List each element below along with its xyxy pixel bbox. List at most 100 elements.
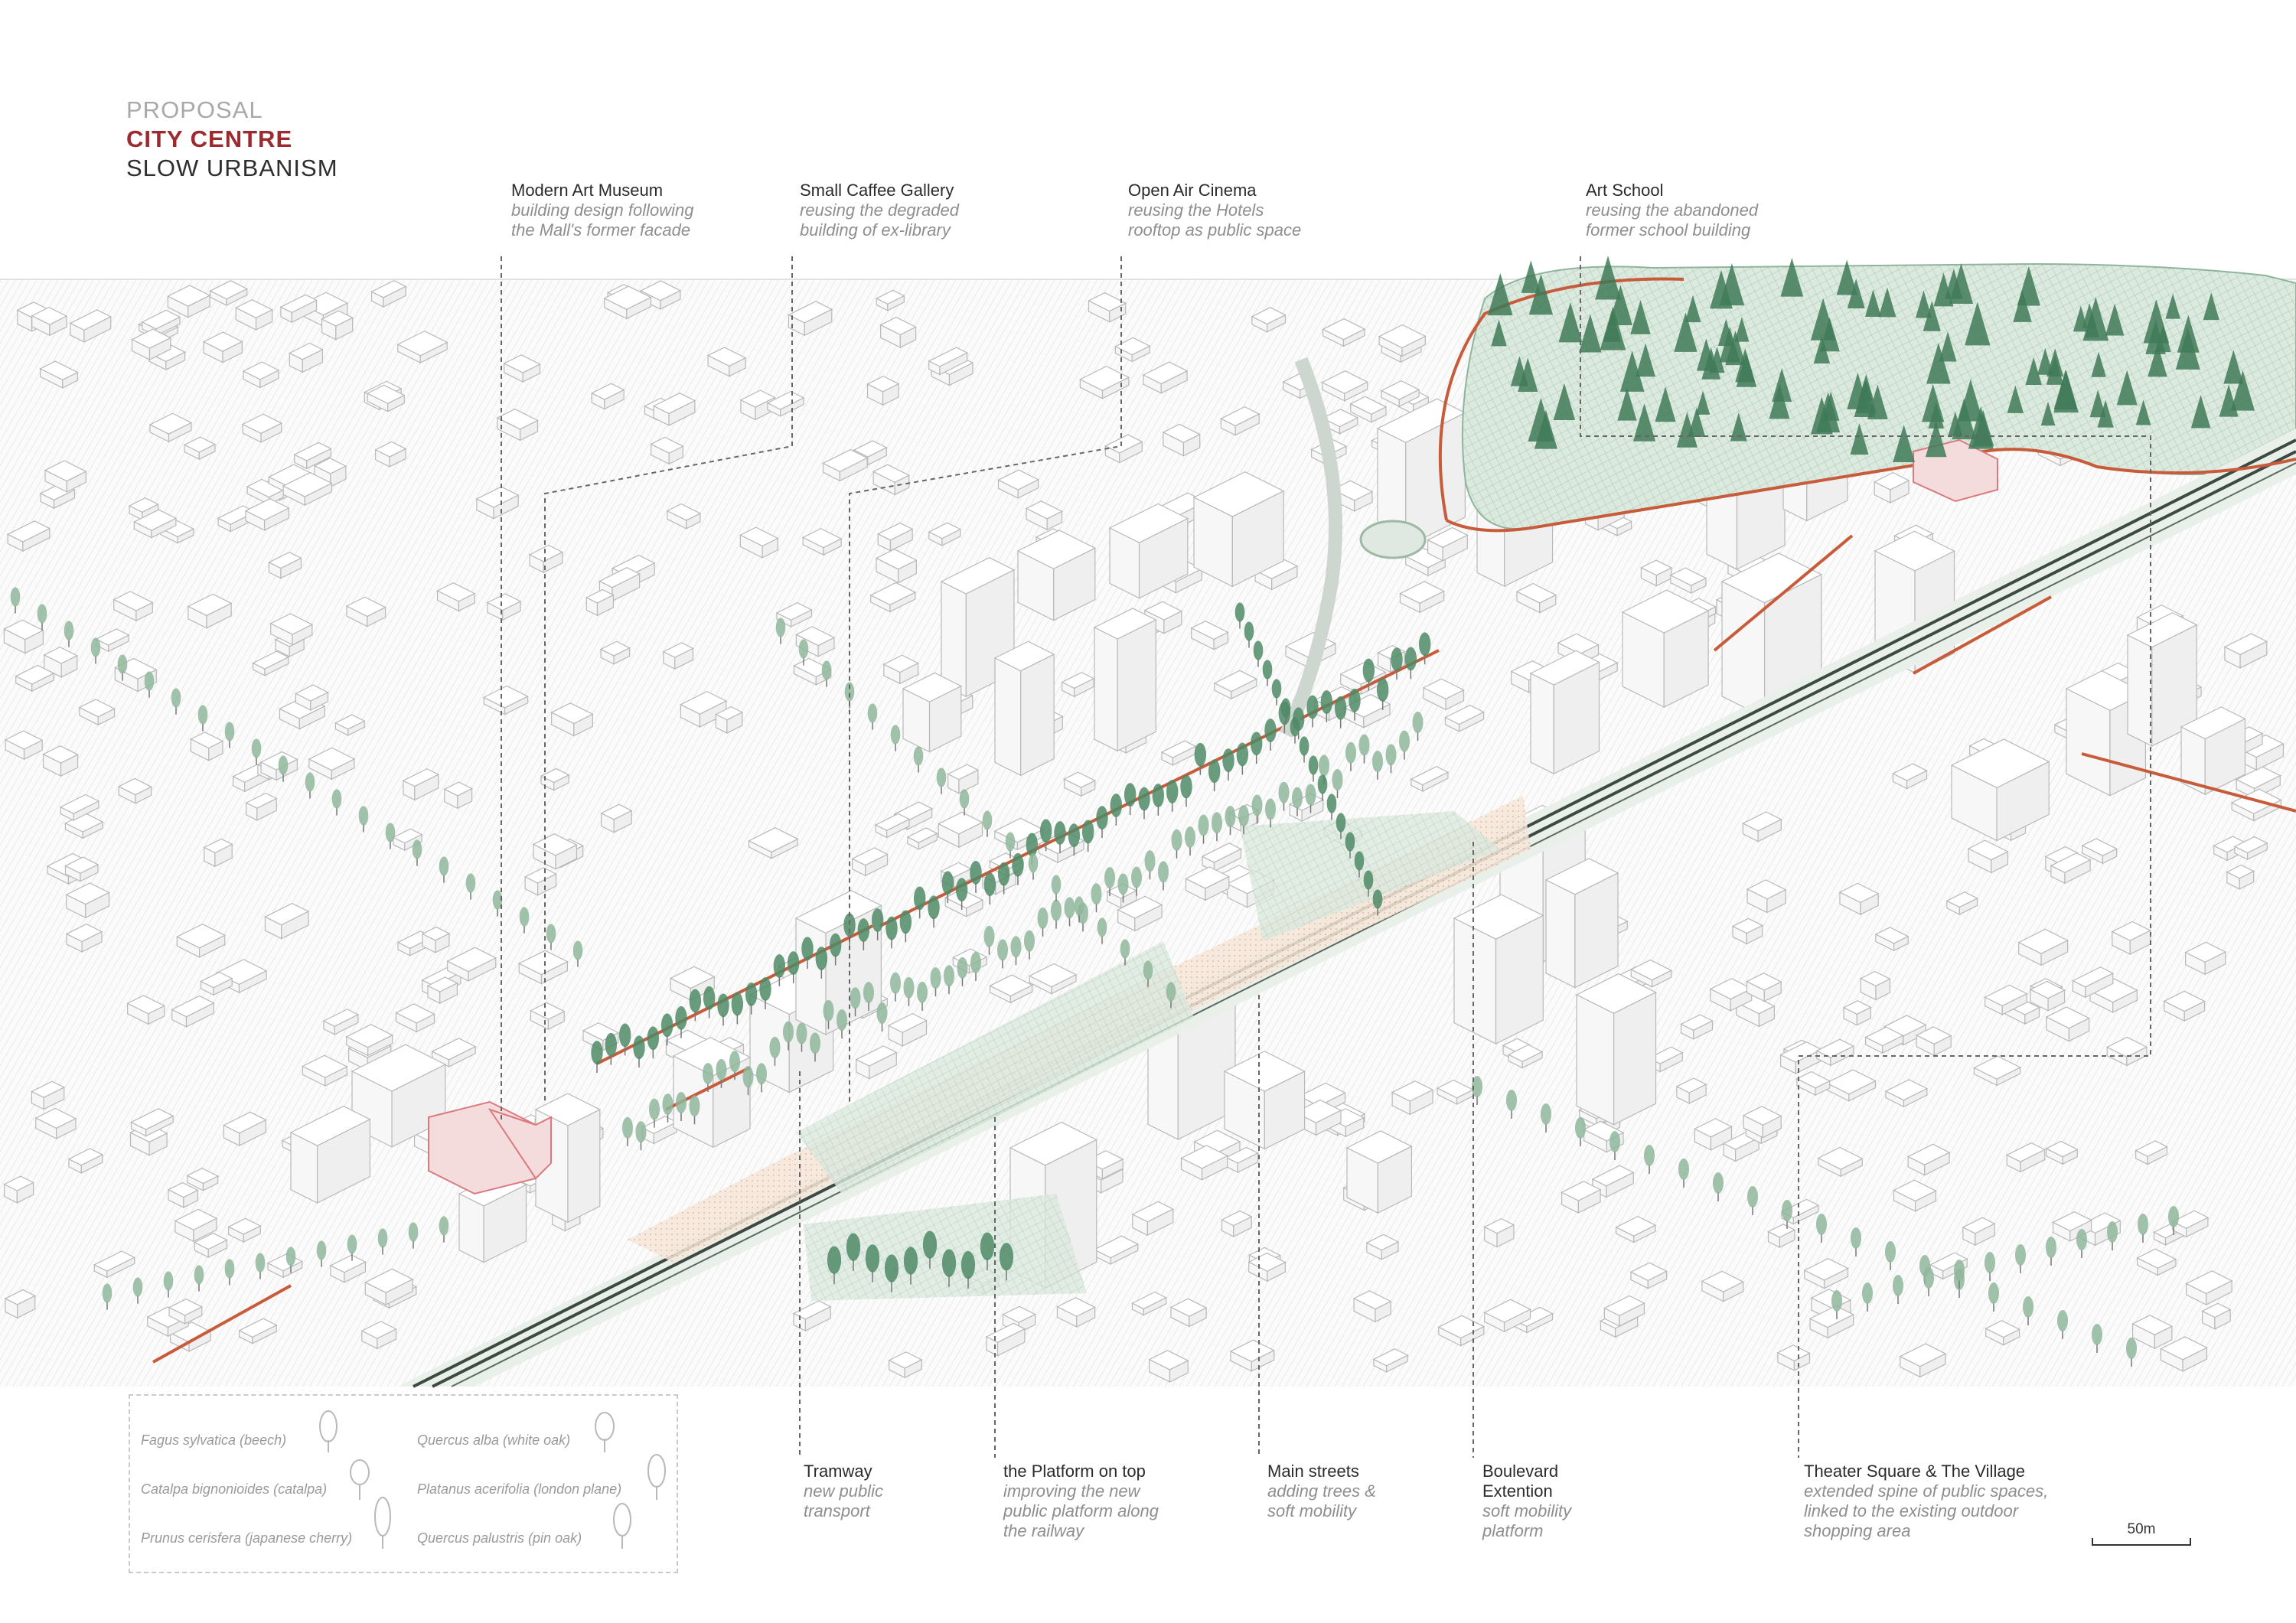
house-block xyxy=(1915,1026,1952,1057)
annotation-title: Small Caffee Gallery xyxy=(800,181,954,200)
house-block xyxy=(146,1306,190,1338)
conifer-icon xyxy=(2105,303,2125,336)
tree-icon xyxy=(1236,742,1249,775)
house-block xyxy=(1842,1000,1872,1026)
tree-icon xyxy=(823,999,834,1029)
conifer-icon xyxy=(1674,312,1698,352)
annotation-desc: soft mobility xyxy=(1482,1501,1572,1520)
house-block xyxy=(1483,1299,1531,1333)
tree-icon xyxy=(1923,1267,1934,1296)
house-block xyxy=(4,1289,37,1319)
tree-icon xyxy=(903,976,915,1006)
conifer-icon xyxy=(1558,301,1583,343)
annotation-desc: building design following xyxy=(511,200,694,220)
house-block xyxy=(288,342,324,373)
house-block xyxy=(1507,1044,1544,1069)
conifer-icon xyxy=(1608,285,1632,326)
conifer-icon xyxy=(1915,290,1932,318)
house-block xyxy=(426,976,458,1005)
house-block xyxy=(302,1054,348,1087)
tree-icon xyxy=(1158,861,1169,891)
tree-icon xyxy=(997,939,1008,969)
tree-icon xyxy=(285,1247,296,1273)
tower-block xyxy=(1529,650,1600,775)
tree-icon xyxy=(1678,1159,1689,1188)
tree-icon xyxy=(756,1063,767,1093)
tree-icon xyxy=(64,621,74,647)
tree-icon xyxy=(846,1233,861,1271)
annotation-desc: the Mall's former facade xyxy=(511,220,691,240)
house-block xyxy=(528,544,564,574)
house-block xyxy=(1515,582,1557,614)
tree-icon xyxy=(787,951,800,983)
tree-icon xyxy=(2057,1310,2068,1339)
tree-icon xyxy=(913,746,924,773)
tree-icon xyxy=(1851,1227,1861,1256)
house-block xyxy=(1185,866,1231,901)
tree-icon xyxy=(1988,1282,1999,1312)
tree-icon xyxy=(1472,1076,1482,1105)
house-block xyxy=(39,482,76,510)
house-block xyxy=(436,582,476,612)
conifer-icon xyxy=(2223,350,2244,384)
tree-icon xyxy=(1166,780,1179,812)
house-block xyxy=(590,383,625,410)
house-block xyxy=(788,301,833,337)
conifer-icon xyxy=(1600,306,1626,350)
house-block xyxy=(2135,1140,2168,1165)
tree-icon xyxy=(1117,873,1129,903)
house-block xyxy=(126,995,166,1025)
tree-icon xyxy=(997,862,1010,895)
tree-icon xyxy=(1171,829,1182,859)
tree-icon xyxy=(194,1265,204,1292)
house-block xyxy=(1104,434,1143,464)
conifer-icon xyxy=(1968,406,1994,449)
house-block xyxy=(65,882,110,919)
tree-species-legend: Fagus sylvatica (beech) Quercus alba (wh… xyxy=(129,1394,678,1573)
conifer-icon xyxy=(2165,293,2180,319)
annotation-desc: linked to the existing outdoor xyxy=(1804,1501,2019,1520)
catalpa-tree-icon xyxy=(350,1459,370,1500)
annotation-title: Art School xyxy=(1586,181,1664,200)
house-block xyxy=(1169,1298,1208,1328)
tree-icon xyxy=(2138,1214,2148,1243)
tree-icon xyxy=(1124,783,1137,816)
house-block xyxy=(1680,1014,1714,1040)
house-block xyxy=(523,867,557,896)
house-block xyxy=(44,460,87,493)
tree-icon xyxy=(1320,690,1333,722)
tree-icon xyxy=(703,1063,713,1093)
house-block xyxy=(1160,740,1197,766)
conifer-icon xyxy=(1734,317,1750,342)
house-block xyxy=(1629,1262,1668,1289)
tree-icon xyxy=(385,823,396,849)
house-block xyxy=(167,285,211,318)
house-block xyxy=(42,745,79,777)
tree-icon xyxy=(649,1098,660,1128)
tower-block xyxy=(993,640,1055,777)
house-block xyxy=(313,458,347,488)
tree-icon xyxy=(957,957,968,986)
house-block xyxy=(131,328,172,360)
conifer-icon xyxy=(2082,297,2109,341)
house-block xyxy=(3,1175,34,1204)
conifer-icon xyxy=(1595,256,1621,300)
tree-icon xyxy=(1336,813,1346,839)
annotation-desc: shopping area xyxy=(1804,1521,1911,1540)
house-block xyxy=(3,619,44,654)
tree-icon xyxy=(1028,853,1039,880)
house-block xyxy=(947,764,980,794)
tree-icon xyxy=(1747,1186,1758,1215)
house-block xyxy=(1899,1343,1947,1378)
house-block xyxy=(2089,978,2138,1013)
tree-icon xyxy=(1074,896,1084,923)
tree-icon xyxy=(633,1035,645,1068)
conifer-icon xyxy=(1630,299,1651,334)
tree-icon xyxy=(689,1095,700,1125)
tree-icon xyxy=(347,1234,357,1261)
house-block xyxy=(2005,1142,2047,1173)
house-block xyxy=(209,280,249,306)
house-block xyxy=(130,1108,174,1137)
tree-icon xyxy=(1305,784,1316,813)
tree-icon xyxy=(1110,794,1123,826)
